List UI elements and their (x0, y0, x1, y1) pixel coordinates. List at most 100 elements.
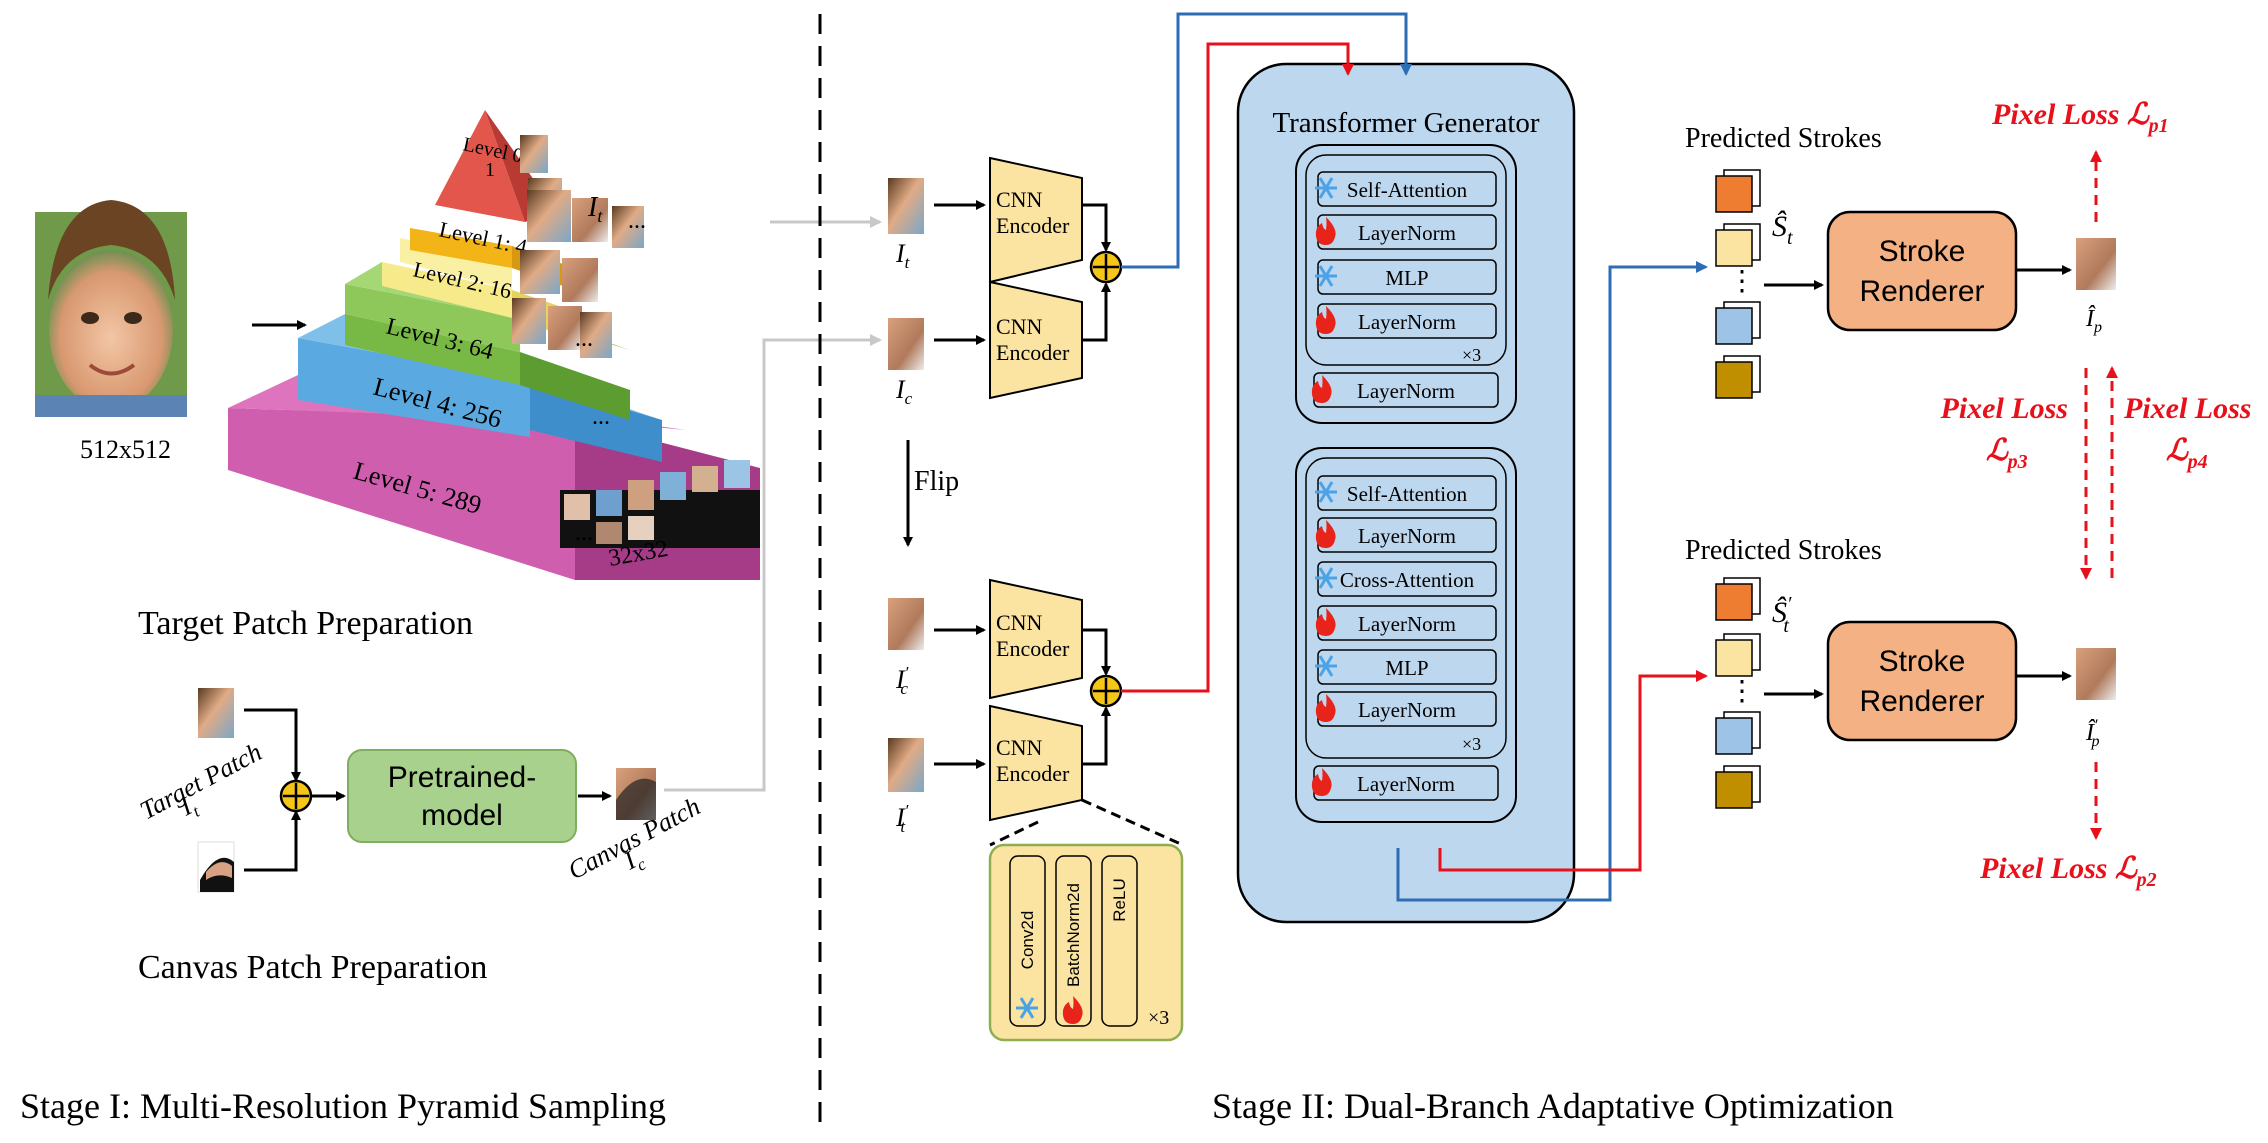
svg-text:Encoder: Encoder (996, 761, 1070, 786)
decoder-layernorm-1-label: LayerNorm (1358, 524, 1456, 548)
loss-p2-label: Pixel Loss ℒp2 (1979, 852, 2157, 891)
pretrained-model-label-2: model (421, 799, 503, 832)
bottom-branch-red-path (1121, 42, 1354, 693)
pyramid-ellipsis-3: ... (575, 326, 593, 352)
stage1-title: Stage I: Multi-Resolution Pyramid Sampli… (20, 1086, 666, 1126)
pyramid-ellipsis-1: ... (628, 208, 646, 234)
cnn-encoder-ic: CNN Encoder (989, 280, 1083, 400)
svg-text:Encoder: Encoder (996, 340, 1070, 365)
transformer-to-top-strokes-blue (1396, 261, 1708, 902)
detail-batchnorm2d-label: BatchNorm2d (1064, 883, 1083, 987)
canvas-to-adder-line (244, 810, 301, 872)
snowflake-icon (1315, 481, 1337, 503)
svg-text:CNN: CNN (996, 187, 1043, 212)
output-bottom-thumbnail (2076, 648, 2116, 700)
encoder-final-layernorm-label: LayerNorm (1357, 379, 1455, 403)
detail-batchnorm2d (1055, 855, 1092, 1027)
output-bottom-label: Î′p (2085, 717, 2100, 750)
pyramid-level-2 (382, 262, 512, 318)
detail-conv2d-label: Conv2d (1018, 911, 1037, 970)
enc-icp-to-adder (1082, 628, 1111, 676)
stage2-title: Stage II: Dual-Branch Adaptative Optimiz… (1212, 1086, 1894, 1126)
stage1-adder (279, 779, 313, 813)
snowflake-icon (1315, 177, 1337, 199)
transformer-decoder-repeat: ×3 (1462, 734, 1481, 754)
transformer-title: Transformer Generator (1272, 107, 1539, 139)
encoder-mlp-2-label: MLP (1385, 266, 1428, 290)
output-top-thumbnail (2076, 238, 2116, 290)
pretrained-model-label-1: Pretrained- (388, 761, 536, 794)
pyramid-level-0-count: 1 (485, 159, 495, 181)
flame-icon (1315, 217, 1336, 245)
pyramid-level-1 (410, 228, 512, 268)
input-size-label: 512x512 (80, 435, 171, 464)
pyramid-ellipsis-4: ... (592, 404, 610, 430)
svg-text:CNN: CNN (996, 735, 1043, 760)
pyramid-patch-label: It (587, 192, 603, 226)
transformer-to-bottom-strokes-red (1438, 670, 1708, 872)
pyramid-level-0 (435, 110, 525, 222)
input-icp-label: I′c (895, 663, 909, 698)
flame-icon (1315, 306, 1336, 334)
stage2-adder-top (1089, 250, 1123, 284)
cnn-encoder-icp: CNN Encoder (989, 578, 1083, 700)
target-to-adder-line (244, 708, 301, 782)
predicted-strokes-bottom-label: Predicted Strokes (1685, 535, 1882, 566)
snowflake-icon (1315, 265, 1337, 287)
decoder-cross-attention-2-label: Cross-Attention (1340, 568, 1475, 592)
predicted-strokes-top-label: Predicted Strokes (1685, 123, 1882, 154)
decoder-layernorm-5-label: LayerNorm (1358, 698, 1456, 722)
cnn-encoder-it: CNN Encoder (989, 156, 1083, 284)
decoder-mlp-4-label: MLP (1385, 656, 1428, 680)
stroke-renderer-bottom-label-1: Stroke (1879, 645, 1966, 678)
decoder-layernorm-3-label: LayerNorm (1358, 612, 1456, 636)
stroke-renderer-bottom (1826, 620, 2018, 742)
target-section-title: Target Patch Preparation (138, 605, 473, 642)
enc-it-to-adder (1082, 203, 1111, 252)
loss-p4-line2: ℒp4 (2166, 434, 2208, 473)
decoder-self-attention-0-label: Self-Attention (1347, 482, 1468, 506)
target-patch-label: Target Patch (135, 737, 266, 825)
flame-icon (1315, 694, 1336, 722)
pretrained-model-box (347, 749, 577, 843)
svg-text:Encoder: Encoder (996, 636, 1070, 661)
detail-repeat: ×3 (1148, 1007, 1169, 1029)
stroke-ellipsis-top: ⋮ (1728, 266, 1756, 297)
detail-snowflake-icon (1016, 997, 1038, 1019)
canvas-patch-thumbnail (616, 768, 656, 820)
loss-p4-line1: Pixel Loss (2123, 392, 2252, 425)
stroke-renderer-top-label-1: Stroke (1879, 235, 1966, 268)
input-itp-label: I′t (895, 801, 909, 836)
stroke-stack-bottom (1715, 577, 1761, 809)
pyramid-patch-strip (560, 460, 760, 548)
detail-flame-icon (1062, 996, 1083, 1024)
flame-icon (1315, 520, 1336, 548)
pyramid-patch-thumbnails (512, 135, 760, 548)
top-branch-blue-path (1121, 12, 1412, 269)
encoder-layernorm-1-label: LayerNorm (1358, 221, 1456, 245)
snowflake-icon (1315, 655, 1337, 677)
input-it-thumbnail (888, 178, 924, 234)
pyramid-level-5 (228, 408, 575, 580)
svg-text:CNN: CNN (996, 314, 1043, 339)
input-icp-thumbnail (888, 598, 924, 650)
flame-icon (1311, 375, 1332, 403)
pyramid-level-3 (345, 314, 520, 385)
stroke-symbol-bottom: Ŝ′t (1772, 593, 1792, 637)
input-it-label: It (895, 239, 911, 272)
svg-text:Encoder: Encoder (996, 213, 1070, 238)
decoder-final-layernorm-label: LayerNorm (1357, 772, 1455, 796)
input-itp-thumbnail (888, 738, 924, 792)
transformer-layers: Self-AttentionLayerNormMLPLayerNormLayer… (1311, 171, 1499, 801)
detail-conv2d (1009, 855, 1046, 1027)
encoder-self-attention-0-label: Self-Attention (1347, 178, 1468, 202)
flame-icon (1315, 608, 1336, 636)
stroke-renderer-top (1826, 210, 2018, 332)
stroke-renderer-top-label-2: Renderer (1859, 275, 1984, 308)
pyramid-ellipsis-5: ... (575, 520, 593, 546)
detail-relu (1101, 855, 1138, 1027)
pyramid-level-4 (298, 338, 530, 430)
stroke-ellipsis-bottom: ⋮ (1728, 676, 1756, 707)
